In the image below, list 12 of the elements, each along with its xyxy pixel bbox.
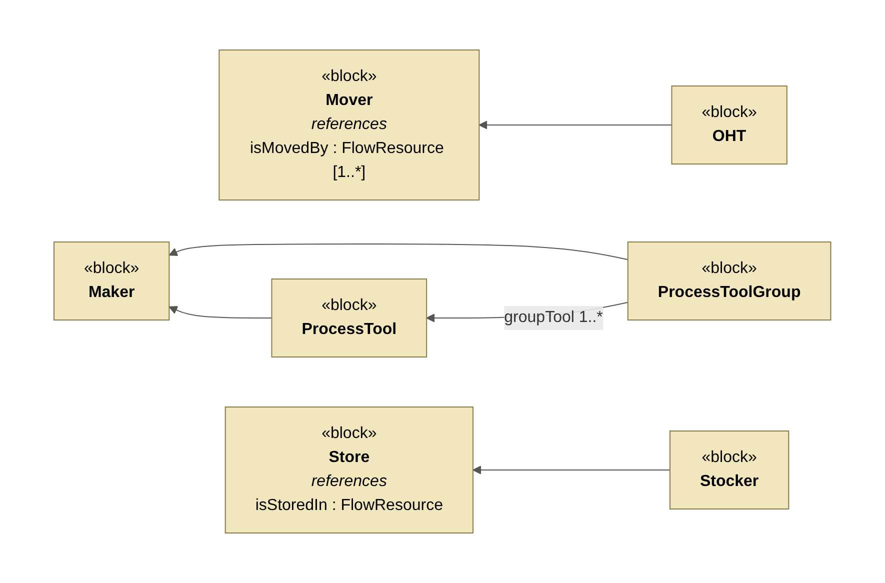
node-box: «block» ProcessToolGroup <box>628 242 832 320</box>
node-box: «block» Maker <box>54 242 170 320</box>
edge-label: groupTool 1..* <box>504 309 604 326</box>
node-box: «block» ProcessTool <box>271 278 428 358</box>
arrow <box>168 306 272 318</box>
node-box: «block» Stocker <box>670 430 790 510</box>
arrow <box>168 244 629 260</box>
node-box: «block» Store references isStoredIn : FlowResource <box>224 406 474 534</box>
node-box: «block» Mover references isMovedBy : FlowResource [1..*] <box>218 50 480 200</box>
arrow <box>472 466 671 474</box>
node-box: «block» OHT <box>671 86 788 164</box>
arrow <box>478 120 672 130</box>
